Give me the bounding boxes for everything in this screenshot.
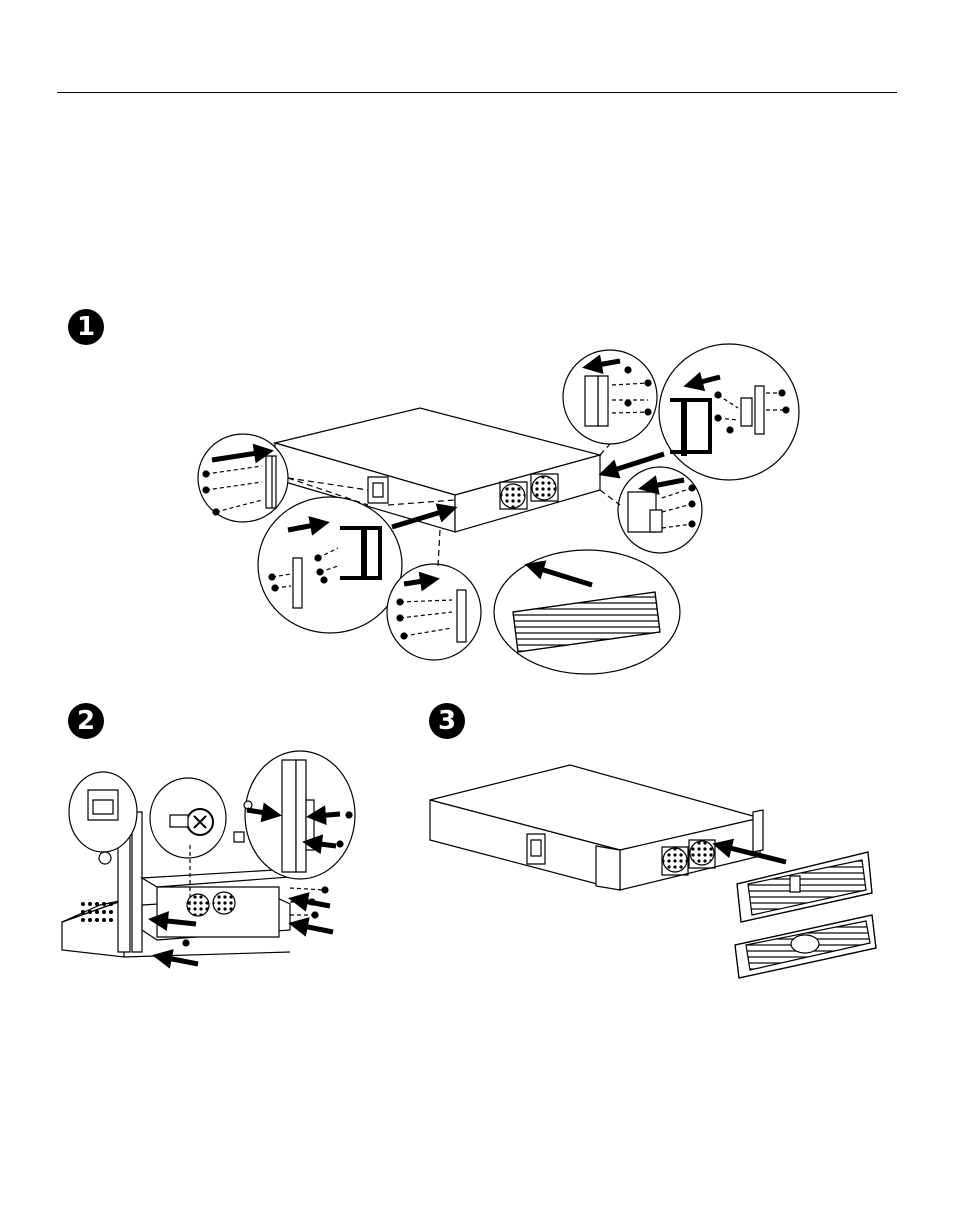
bezel-upper bbox=[737, 852, 872, 922]
callout-handle-rear bbox=[659, 344, 799, 480]
step-3-ups-unit bbox=[430, 765, 763, 890]
bezel-lower bbox=[735, 915, 876, 978]
callout-bracket-front bbox=[387, 564, 481, 660]
